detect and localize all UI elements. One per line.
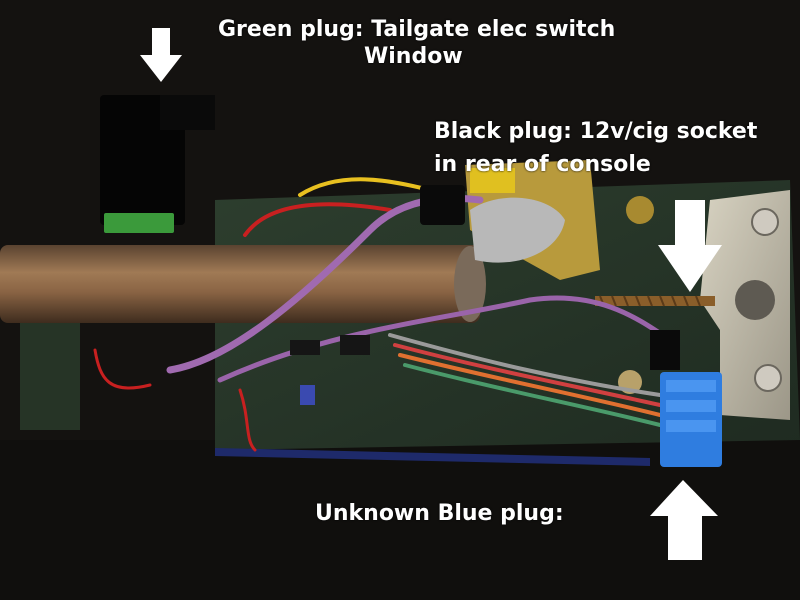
small-tab <box>300 385 315 405</box>
black-switch-top <box>160 95 215 130</box>
wire-red-2 <box>393 343 662 407</box>
wire-red <box>243 202 392 237</box>
steel-pipe <box>0 245 480 323</box>
brass-bolt <box>626 196 654 224</box>
warning-label <box>470 168 515 193</box>
blue-plug <box>660 372 722 467</box>
wire-yellow <box>298 177 432 197</box>
small-connector-1 <box>340 335 370 355</box>
black-connector-right <box>650 330 680 370</box>
silver-tape <box>470 197 565 263</box>
pipe-end <box>454 246 486 322</box>
black-plug-label-line2: in rear of console <box>434 152 651 177</box>
bolt-lower <box>754 364 782 392</box>
green-plug-label: Green plug: Tailgate elec switch <box>218 17 616 42</box>
blue-plug-label: Unknown Blue plug: <box>315 501 564 526</box>
bolt-middle <box>735 280 775 320</box>
up-arrow-icon <box>650 480 718 560</box>
green-plug <box>104 213 174 233</box>
wire-green <box>403 363 662 427</box>
small-connector-2 <box>290 340 320 355</box>
down-arrow-icon <box>140 28 182 82</box>
console-blue-edge <box>215 448 650 466</box>
black-plug-label: Black plug: 12v/cig socket <box>434 119 758 144</box>
down-arrow-icon <box>658 200 722 292</box>
wire-orange <box>398 353 662 417</box>
wire-grey <box>388 333 662 397</box>
threaded-rod <box>595 296 715 306</box>
black-plug <box>420 185 465 225</box>
wire-red-left <box>93 348 152 390</box>
green-plug-label-line2: Window <box>364 44 463 69</box>
bolt-upper <box>751 208 779 236</box>
wire-red-lower <box>238 388 257 452</box>
